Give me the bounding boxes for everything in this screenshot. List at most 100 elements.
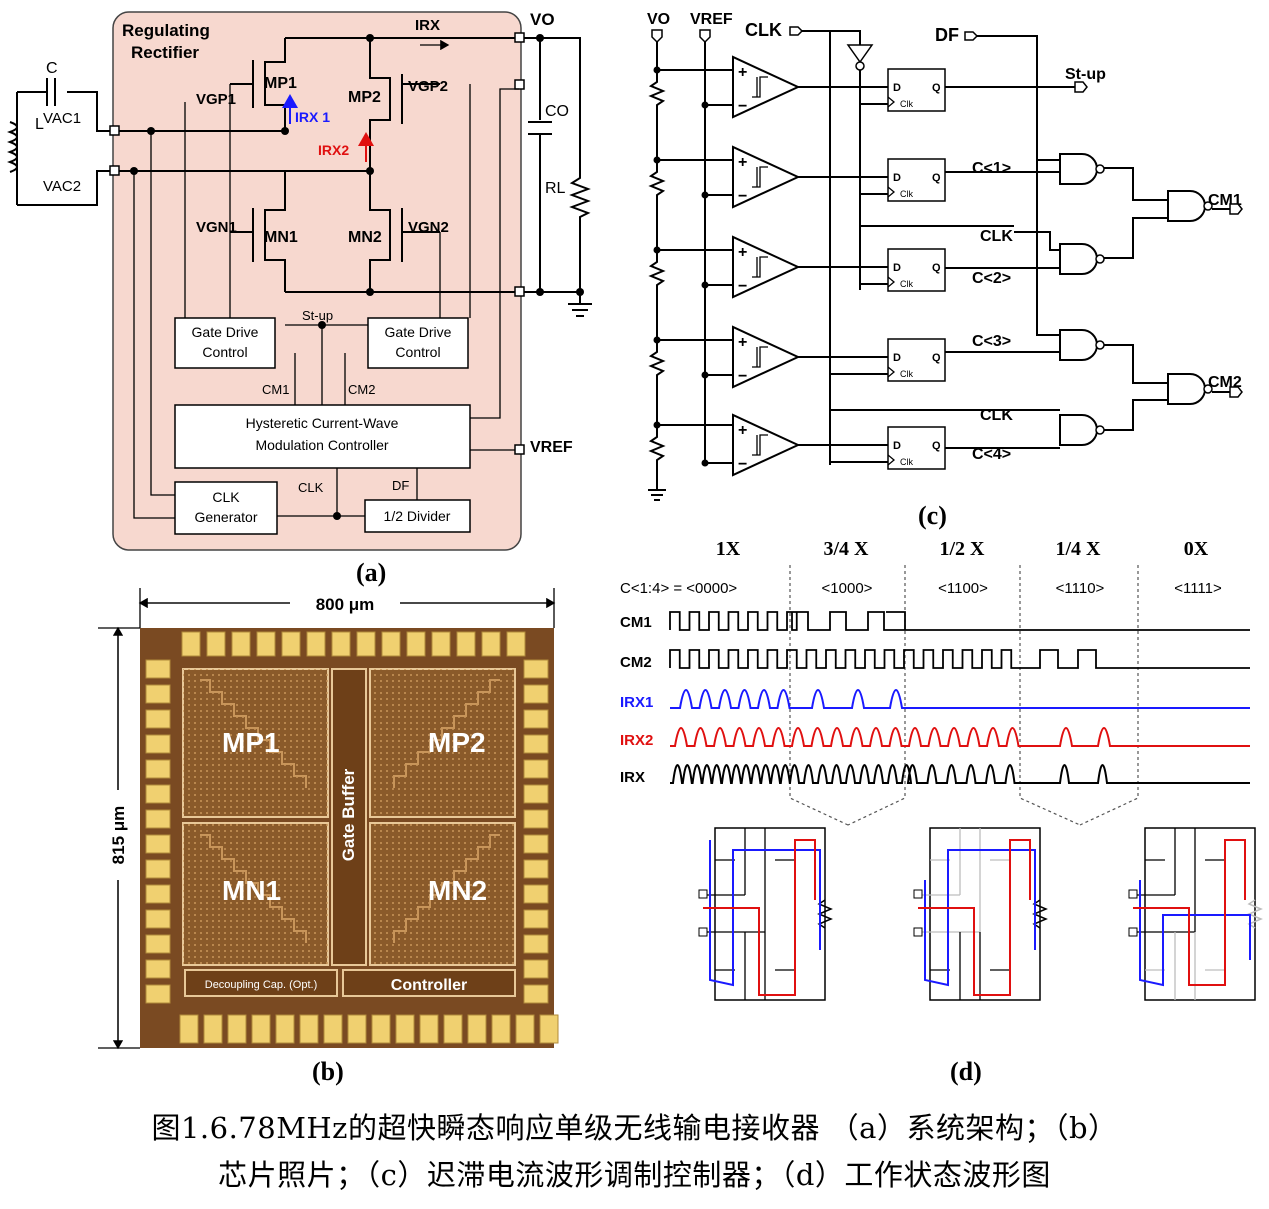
mini-path-blue [1139,880,1251,987]
inductor-l-symbol [7,121,18,173]
sig-cm2: CM2 [620,654,652,671]
code-1: <1000> [822,580,873,597]
pad-right [523,959,549,979]
mini-pmos [920,828,1010,933]
pad-left [145,734,171,754]
tag-d: (d) [950,1057,982,1086]
divider-label: 1/2 Divider [384,508,451,524]
pad-bottom [323,1014,343,1044]
mini-path-red [918,839,1031,996]
label-mn1: MN1 [264,229,298,246]
nand-bubble [1095,254,1105,264]
gate-drive-right-l1: Gate Drive [385,324,452,340]
pad-left [145,809,171,829]
chip-height: 815 μm [109,806,128,865]
mini-frame [714,827,826,1001]
vref-dot [701,459,709,467]
label-mp1: MP1 [264,75,297,92]
mp2-transistor [369,38,440,171]
label-c2: C<2> [972,270,1011,287]
label-df-c: DF [935,25,959,45]
mini-path-blue [924,849,1036,987]
vref-dot [701,101,709,109]
pad-bottom [371,1014,391,1044]
pad-top [456,631,476,657]
wave-irx2 [670,727,1250,747]
pad-bottom [347,1014,367,1044]
pin-vo [514,32,525,43]
mode-5: 0X [1184,538,1209,560]
tap-dot [653,156,661,164]
mode-4: 1/4 X [1056,538,1102,560]
pad-top [356,631,376,657]
co-capacitor [528,38,552,292]
gate-drive-right-l2: Control [395,344,440,360]
decap-region [184,969,338,997]
mode-1: 1X [716,538,741,560]
label-rl: RL [545,180,566,197]
label-irx2: IRX2 [318,142,349,158]
hysteresis-glyph [752,166,768,188]
dff-q: Q [932,82,941,94]
gate-buffer-region [331,668,367,966]
nand-gate [1059,329,1098,361]
gate-drive-left [174,317,276,369]
label-stup-a: St-up [302,308,333,323]
mn2-transistor [369,171,440,292]
pad-left [145,759,171,779]
mini-frame [929,827,1041,1001]
nand-gate [1167,190,1206,222]
dff-clk-mark [887,454,896,466]
nand-gate [1167,373,1206,405]
tag-c: (c) [918,501,947,530]
nand-gate [1059,414,1098,446]
controller-region [342,969,516,997]
label-vgn2: VGN2 [408,219,449,236]
comparator [732,413,801,477]
hysteresis-glyph [752,346,768,368]
df-wire [977,35,1060,336]
label-c4: C<4> [972,446,1011,463]
dff-clk: Clk [900,279,913,289]
label-mn2: MN2 [348,229,382,246]
clk-gen-l1: CLK [212,489,240,505]
clk-wire-c [802,30,861,465]
label-vgp2: VGP2 [408,78,448,95]
label-vgp1: VGP1 [196,91,236,108]
dff [887,68,946,112]
pad-top [481,631,501,657]
vref-wires [470,88,519,451]
pad-right [523,909,549,929]
nand-bubble [1095,425,1105,435]
pad-right [523,684,549,704]
dff-clk-mark [887,186,896,198]
mini-frame [1144,827,1256,1001]
pad-top [281,631,301,657]
mode-3: 1/2 X [940,538,986,560]
label-vac2: VAC2 [43,178,81,195]
rectifier-background [112,11,522,551]
pin-vref [514,444,525,455]
pin-vac1 [109,125,120,136]
pad-bottom [227,1014,247,1044]
mini-pin [913,927,923,937]
pad-left [145,684,171,704]
hcwm-controller [174,404,471,469]
chip-width: 800 μm [316,595,375,614]
comparator [732,325,801,389]
dff-q: Q [932,262,941,274]
codes-label: C<1:4> = <0000> [620,580,737,597]
pad-bottom [299,1014,319,1044]
nand-gates [1059,153,1213,446]
dff-d: D [893,440,901,452]
dff [887,338,946,382]
mini-pin [913,889,923,899]
mp1-transistor [230,38,286,131]
dff-q: Q [932,172,941,184]
rectifier-title-2: Rectifier [131,43,199,62]
dff-d: D [893,172,901,184]
pad-left [145,859,171,879]
